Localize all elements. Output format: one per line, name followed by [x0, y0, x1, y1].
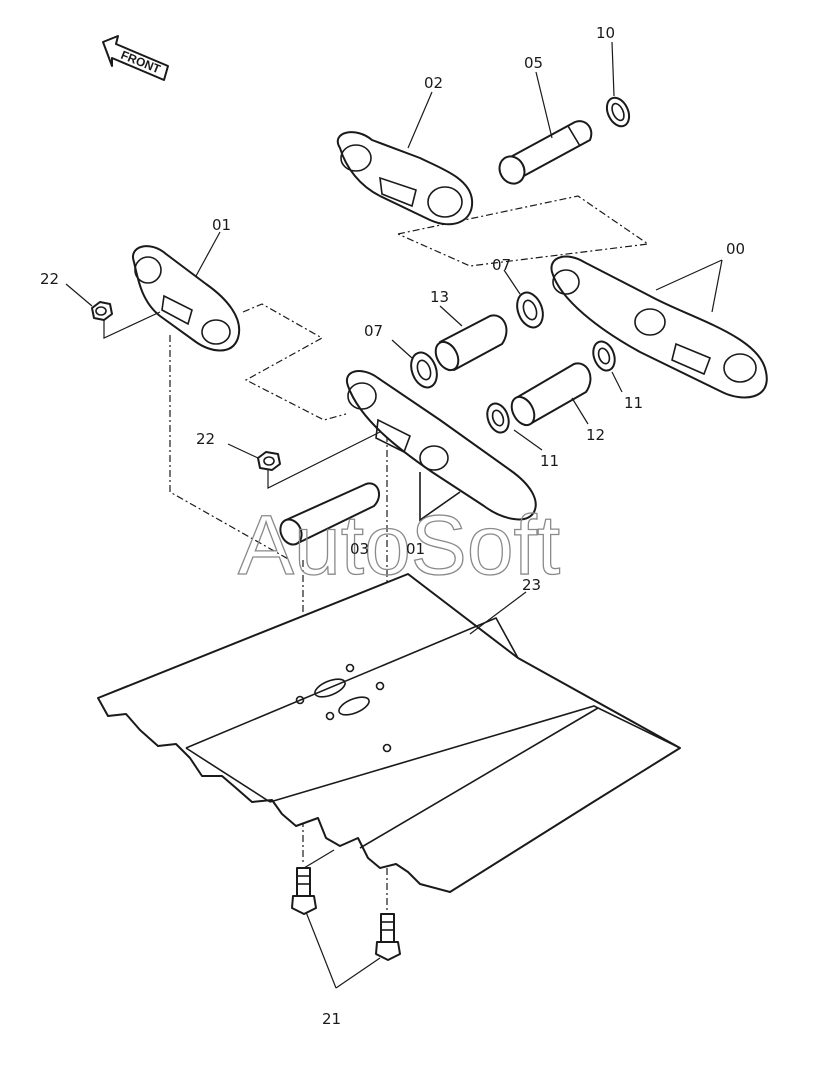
- callouts: 10 05 02 01 00 07 22 13 07 11 12 22 11 0…: [40, 24, 745, 1028]
- callout-07-left: 07: [364, 322, 383, 340]
- part-02-outer-link: [336, 131, 474, 226]
- callout-21: 21: [322, 1010, 341, 1028]
- front-arrow-icon: FRONT: [102, 35, 169, 81]
- callout-23: 23: [522, 576, 541, 594]
- callout-12: 12: [586, 426, 605, 444]
- part-12-bushing: [510, 362, 592, 427]
- callout-00: 00: [726, 240, 745, 258]
- part-10-snap-ring: [605, 96, 631, 128]
- watermark-text: AutoSoft: [238, 498, 560, 592]
- callout-01-center: 01: [406, 540, 425, 558]
- part-01-link-upper: [132, 245, 241, 352]
- callout-11-right: 11: [624, 394, 643, 412]
- callout-13: 13: [430, 288, 449, 306]
- part-07-seal-right: [516, 291, 544, 329]
- callout-07-right: 07: [492, 256, 511, 274]
- part-01-link-center: [345, 370, 537, 522]
- callout-01-upper: 01: [212, 216, 231, 234]
- part-00-link-assembly: [550, 255, 768, 399]
- callout-02: 02: [424, 74, 443, 92]
- callout-10: 10: [596, 24, 615, 42]
- front-label: FRONT: [119, 48, 163, 77]
- part-21-bolt-left: [291, 867, 317, 915]
- leader-lines: [65, 41, 723, 989]
- part-03-pin: [279, 482, 381, 546]
- part-11-seal-right: [592, 340, 616, 372]
- part-22-nut-upper: [91, 301, 113, 321]
- callout-22-lower: 22: [196, 430, 215, 448]
- part-21-bolt-right: [375, 913, 401, 961]
- callout-22-upper: 22: [40, 270, 59, 288]
- callout-03: 03: [350, 540, 369, 558]
- callout-05: 05: [524, 54, 543, 72]
- part-05-pin: [498, 120, 593, 185]
- part-22-nut-lower: [257, 451, 281, 471]
- part-11-seal-left: [486, 402, 510, 434]
- part-23-track-shoe: [97, 573, 681, 893]
- part-13-bushing: [434, 314, 508, 372]
- callout-11-left: 11: [540, 452, 559, 470]
- part-07-seal-left: [410, 351, 438, 389]
